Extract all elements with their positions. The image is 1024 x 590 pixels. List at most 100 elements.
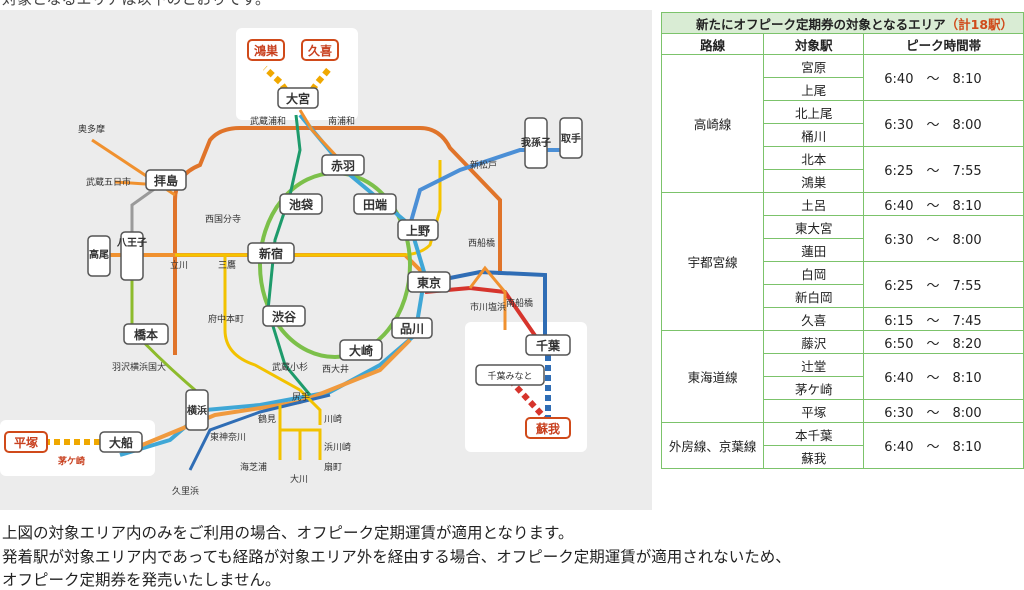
label-nishi-funabashi: 西船橋 bbox=[468, 237, 495, 249]
table-title: 新たにオフピーク定期券の対象となるエリア（計18駅） bbox=[661, 12, 1024, 34]
station-cell: 鴻巣 bbox=[763, 169, 865, 193]
sobu-east-line bbox=[439, 269, 547, 350]
time-cell: 6:40 ～ 8:10 bbox=[863, 54, 1024, 101]
time-cell: 6:40 ～ 8:10 bbox=[863, 192, 1024, 216]
svg-text:高尾: 高尾 bbox=[89, 248, 109, 261]
intro-text: 対象となるエリアは以下のとおりです。 bbox=[2, 0, 270, 9]
header-line: 路線 bbox=[661, 33, 765, 55]
svg-text:品川: 品川 bbox=[400, 322, 424, 336]
label-kawasaki: 川崎 bbox=[324, 413, 342, 425]
svg-text:東京: 東京 bbox=[417, 275, 441, 290]
station-chiba-minato: 千葉みなと bbox=[475, 364, 545, 386]
svg-text:上野: 上野 bbox=[406, 223, 430, 238]
station-cell: 東大宮 bbox=[763, 215, 865, 239]
svg-text:橋本: 橋本 bbox=[134, 327, 158, 342]
table-row: 鴻巣 bbox=[662, 169, 1024, 193]
top-strip: 対象となるエリアは以下のとおりです。 bbox=[0, 0, 1024, 10]
table-row: 蘇我 bbox=[662, 445, 1024, 469]
station-omiya: 大宮 bbox=[277, 87, 319, 109]
station-cell: 辻堂 bbox=[763, 353, 865, 377]
station-haijima: 拝島 bbox=[145, 169, 187, 191]
label-musashi-itsukaichi: 武蔵五日市 bbox=[86, 176, 131, 188]
table-row: 平塚 6:30 ～ 8:00 bbox=[662, 399, 1024, 423]
station-cell: 本千葉 bbox=[763, 422, 865, 446]
svg-text:拝島: 拝島 bbox=[154, 173, 178, 188]
table-row: 白岡 6:25 ～ 7:55 bbox=[662, 261, 1024, 308]
station-shibuya: 渋谷 bbox=[262, 305, 306, 327]
station-toride: 取手 bbox=[559, 117, 583, 159]
svg-text:大宮: 大宮 bbox=[286, 91, 310, 106]
station-kuki: 久喜 bbox=[301, 39, 339, 61]
station-cell: 上尾 bbox=[763, 77, 865, 101]
table-row: 北上尾 6:30 ～ 8:00 bbox=[662, 100, 1024, 147]
station-cell: 北本 bbox=[763, 146, 865, 170]
table-row: 外房線、京葉線 本千葉 6:40 ～ 8:10 bbox=[661, 422, 1024, 469]
line-cell: 東海道線 bbox=[661, 330, 765, 423]
svg-text:新宿: 新宿 bbox=[259, 246, 283, 261]
station-konosu: 鴻巣 bbox=[247, 39, 285, 61]
station-hiratsuka: 平塚 bbox=[4, 431, 48, 453]
line-cell: 外房線、京葉線 bbox=[661, 422, 765, 469]
station-hashimoto: 橋本 bbox=[123, 323, 169, 345]
label-hamakawasaki: 浜川崎 bbox=[324, 441, 351, 453]
svg-text:我孫子: 我孫子 bbox=[521, 136, 551, 149]
table-title-prefix: 新たにオフピーク定期券の対象となるエリア bbox=[696, 16, 946, 32]
label-kurihama: 久里浜 bbox=[172, 485, 199, 497]
new-area-keiyo bbox=[507, 377, 548, 421]
header-peak-time: ピーク時間帯 bbox=[863, 33, 1024, 55]
station-osaki: 大崎 bbox=[339, 339, 383, 361]
takasaki-line bbox=[298, 109, 342, 162]
label-nishi-oi: 西大井 bbox=[322, 363, 349, 375]
station-cell: 蘇我 bbox=[763, 445, 865, 469]
station-takao: 高尾 bbox=[87, 235, 111, 277]
label-musashi-kosugi: 武蔵小杉 bbox=[272, 361, 308, 373]
station-cell: 新白岡 bbox=[763, 284, 865, 308]
line-cell: 高崎線 bbox=[661, 54, 765, 193]
tsurumi-line bbox=[278, 405, 322, 460]
label-shiriteuchi: 尻手 bbox=[292, 391, 310, 403]
station-abiko: 我孫子 bbox=[521, 117, 551, 169]
svg-text:平塚: 平塚 bbox=[14, 436, 38, 450]
station-hachioji: 八王子 bbox=[116, 231, 147, 281]
station-ofuna: 大船 bbox=[99, 431, 143, 453]
station-cell: 蓮田 bbox=[763, 238, 865, 262]
nambu-line bbox=[223, 255, 301, 392]
label-hazawa: 羽沢横浜国大 bbox=[112, 361, 166, 373]
label-higashi-kanagawa: 東神奈川 bbox=[210, 431, 246, 443]
station-tabata: 田端 bbox=[353, 193, 397, 215]
svg-text:久喜: 久喜 bbox=[308, 43, 332, 58]
note-line-3: オフピーク定期券を発売いたしません。 bbox=[2, 571, 281, 589]
svg-text:横浜: 横浜 bbox=[187, 404, 207, 417]
time-cell: 6:30 ～ 8:00 bbox=[863, 100, 1024, 147]
station-akabane: 赤羽 bbox=[321, 154, 365, 176]
table-row: 北本 6:25 ～ 7:55 bbox=[662, 146, 1024, 193]
off-peak-area-table: 新たにオフピーク定期券の対象となるエリア（計18駅） 路線 対象駅 ピーク時間帯… bbox=[661, 12, 1024, 469]
station-tokyo: 東京 bbox=[407, 271, 451, 293]
svg-text:池袋: 池袋 bbox=[289, 197, 314, 212]
svg-text:取手: 取手 bbox=[561, 132, 581, 145]
svg-text:田端: 田端 bbox=[363, 197, 387, 212]
table-header-row: 路線 対象駅 ピーク時間帯 bbox=[661, 33, 1024, 55]
route-map: 鴻巣 久喜 大宮 赤羽 池袋 田端 上野 新宿 東京 渋谷 品川 大崎 拝島 橋… bbox=[0, 10, 652, 510]
table-row: 東海道線 藤沢 6:50 ～ 8:20 bbox=[661, 330, 1024, 423]
label-ichikawa-shiohama: 市川塩浜 bbox=[470, 301, 506, 313]
time-cell: 6:30 ～ 8:00 bbox=[863, 215, 1024, 262]
time-cell: 6:15 ～ 7:45 bbox=[863, 307, 1024, 331]
label-okutama: 奥多摩 bbox=[78, 123, 105, 135]
label-musashi-urawa: 武蔵浦和 bbox=[250, 115, 286, 127]
label-tsurumi: 鶴見 bbox=[258, 413, 276, 425]
time-cell: 6:40 ～ 8:10 bbox=[863, 422, 1024, 469]
svg-text:大船: 大船 bbox=[109, 435, 133, 450]
table-row: 新白岡 bbox=[662, 284, 1024, 308]
label-minami-urawa: 南浦和 bbox=[328, 115, 355, 127]
table-row: 上尾 bbox=[662, 77, 1024, 101]
yokosuka-line bbox=[188, 393, 331, 471]
time-cell: 6:25 ～ 7:55 bbox=[863, 261, 1024, 308]
time-cell: 6:50 ～ 8:20 bbox=[863, 330, 1024, 354]
keihin-tohoku-line bbox=[119, 113, 428, 457]
label-okawa: 大川 bbox=[290, 473, 308, 485]
station-cell: 久喜 bbox=[763, 307, 865, 331]
note-line-1: 上図の対象エリア内のみをご利用の場合、オフピーク定期運賃が適用となります。 bbox=[2, 524, 574, 542]
station-shinjuku: 新宿 bbox=[247, 242, 295, 264]
station-soga: 蘇我 bbox=[525, 417, 571, 439]
